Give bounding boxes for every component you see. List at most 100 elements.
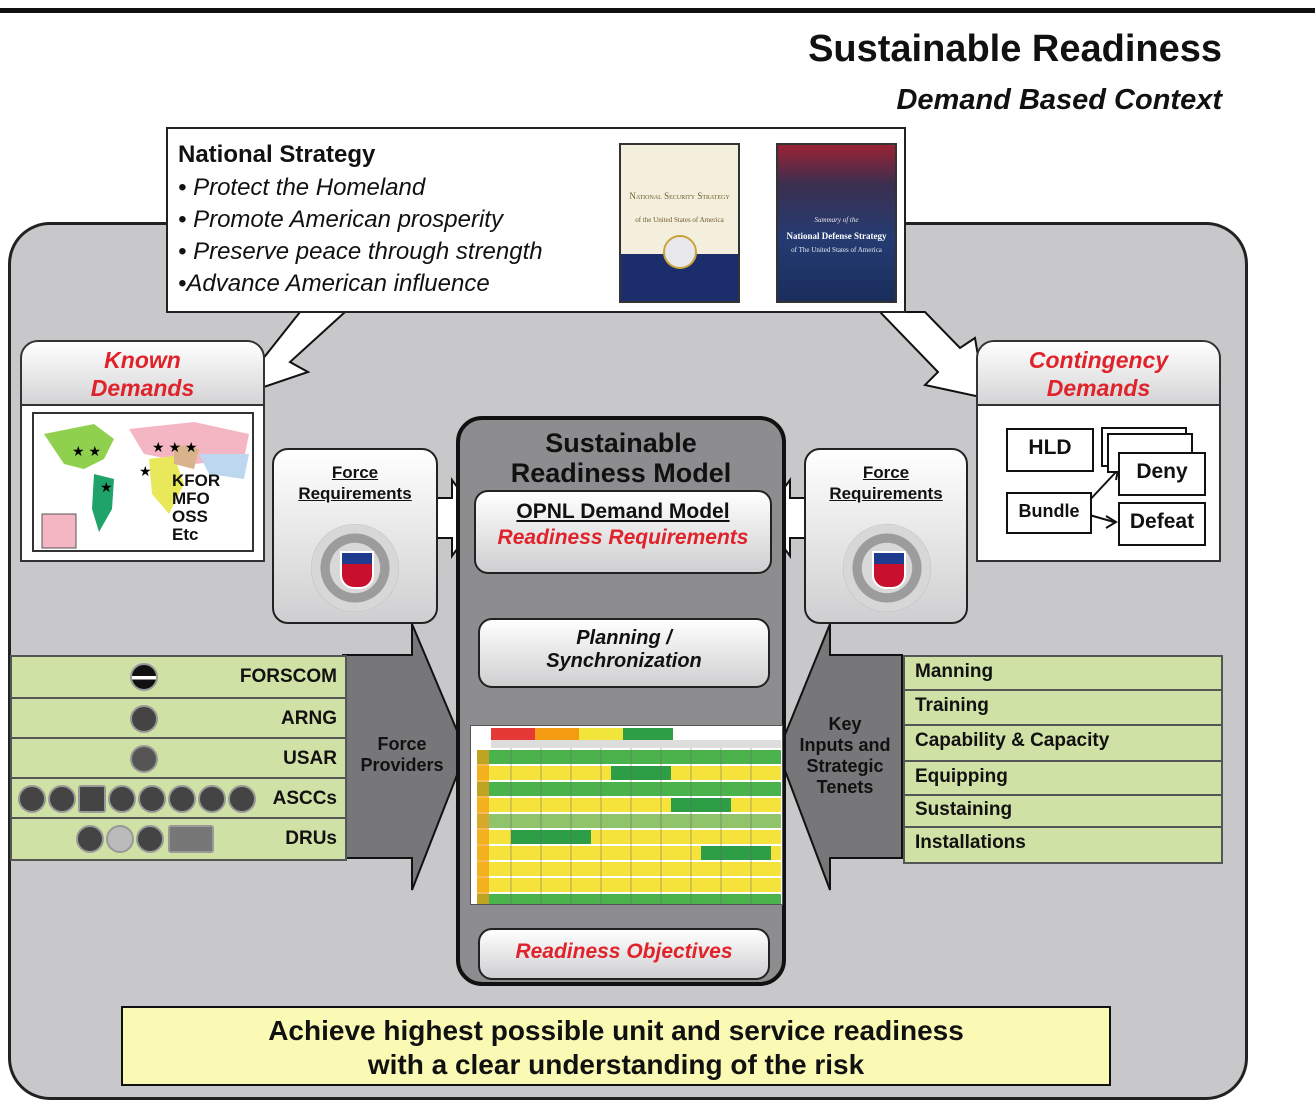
map-label: KFOR xyxy=(172,471,221,490)
svg-text:★: ★ xyxy=(139,463,152,479)
nds-cover-title: National Defense Strategy xyxy=(786,231,887,241)
presidential-seal-icon xyxy=(663,235,697,269)
force-req-left-label: Force Requirements xyxy=(274,462,436,504)
banner-line1: Achieve highest possible unit and servic… xyxy=(268,1015,964,1046)
opnl-subtitle: Readiness Requirements xyxy=(497,526,749,549)
map-label: OSS xyxy=(172,507,208,526)
ascc-patch-icon xyxy=(198,785,226,813)
key-inputs-label: Key Inputs and Strategic Tenets xyxy=(790,714,900,798)
force-requirements-left: Force Requirements xyxy=(272,448,438,624)
schedule-gridlines xyxy=(510,748,752,904)
strategy-item: • Promote American prosperity xyxy=(178,206,503,233)
nss-cover-subtitle: of the United States of America xyxy=(635,216,724,224)
input-label: Installations xyxy=(915,832,1026,853)
nss-document-cover: National Security Strategy of the United… xyxy=(619,143,740,303)
svg-text:★: ★ xyxy=(100,479,113,495)
provider-row-usar: USAR xyxy=(10,737,347,781)
map-label: Etc xyxy=(172,525,199,544)
banner-line2: with a clear understanding of the risk xyxy=(367,1049,865,1080)
contingency-title-1: Contingency xyxy=(1028,347,1169,373)
ascc-patch-icon xyxy=(108,785,136,813)
contingency-title-2: Demands xyxy=(1046,375,1151,401)
readiness-schedule-graphic xyxy=(470,725,783,905)
schedule-grid xyxy=(471,726,782,904)
arng-patch-icon xyxy=(130,705,158,733)
contingency-demands-header: Contingency Demands xyxy=(978,342,1219,406)
bundle-box: Bundle xyxy=(1006,492,1092,534)
provider-row-drus: DRUs xyxy=(10,817,347,861)
provider-label: DRUs xyxy=(285,828,337,849)
top-rule xyxy=(0,8,1315,13)
strategy-item: •Advance American influence xyxy=(178,270,490,297)
deny-box: Deny xyxy=(1118,452,1206,496)
readiness-objectives-box: Readiness Objectives xyxy=(478,928,770,980)
strategy-item: • Preserve peace through strength xyxy=(178,238,543,265)
joint-chiefs-seal-icon xyxy=(311,524,399,612)
known-demands-title-1: Known xyxy=(104,347,181,373)
input-row-sustaining: Sustaining xyxy=(903,794,1223,830)
forscom-patch-icon xyxy=(130,663,158,691)
force-req-left-line1: Force xyxy=(331,463,379,482)
input-label: Sustaining xyxy=(915,799,1013,820)
input-label: Capability & Capacity xyxy=(915,730,1110,751)
contingency-demands-panel: Contingency Demands HLD Deny Bundle Defe… xyxy=(976,340,1221,562)
nds-cover-top: Summary of the xyxy=(814,216,859,224)
force-providers-line2: Providers xyxy=(360,755,444,775)
input-row-capability: Capability & Capacity xyxy=(903,724,1223,764)
provider-label: ARNG xyxy=(281,708,337,729)
provider-row-asccs: ASCCs xyxy=(10,777,347,821)
readiness-objectives-label: Readiness Objectives xyxy=(515,940,733,963)
strategy-item: • Protect the Homeland xyxy=(178,174,426,201)
joint-chiefs-seal-icon xyxy=(843,524,931,612)
force-req-right-line1: Force xyxy=(862,463,910,482)
provider-label: FORSCOM xyxy=(239,666,337,687)
dru-patch-icon xyxy=(136,825,164,853)
dru-patch-icon xyxy=(106,825,134,853)
national-strategy-box: National Strategy • Protect the Homeland… xyxy=(166,127,906,313)
key-inputs-arrow xyxy=(776,623,903,891)
planning-line1: Planning / xyxy=(576,627,672,649)
readiness-goal-banner: Achieve highest possible unit and servic… xyxy=(121,1006,1111,1086)
map-label: MFO xyxy=(172,489,210,508)
page-title: Sustainable Readiness xyxy=(808,28,1222,70)
known-demands-header: Known Demands xyxy=(22,342,263,406)
srm-title-line1: Sustainable xyxy=(545,428,697,458)
planning-synchronization-box: Planning / Synchronization xyxy=(478,618,770,688)
key-inputs-line1: Key xyxy=(828,714,862,734)
srm-title-line2: Readiness Model xyxy=(510,458,732,488)
provider-label: USAR xyxy=(283,748,337,769)
provider-label: ASCCs xyxy=(272,788,337,809)
dru-castle-icon xyxy=(168,825,214,853)
defeat-box: Defeat xyxy=(1118,502,1206,546)
shield-icon xyxy=(872,551,906,589)
hld-box: HLD xyxy=(1006,428,1094,472)
opnl-demand-model-box: OPNL Demand Model Readiness Requirements xyxy=(474,490,772,574)
opnl-title: OPNL Demand Model xyxy=(516,500,730,523)
key-inputs-line4: Tenets xyxy=(816,777,874,797)
schedule-rows xyxy=(477,750,781,904)
input-row-installations: Installations xyxy=(903,826,1223,864)
input-label: Training xyxy=(915,695,989,716)
known-demands-title-2: Demands xyxy=(90,375,195,401)
usar-patch-icon xyxy=(130,745,158,773)
world-map-graphic: ★ ★ ★ ★ ★ ★ ★ xyxy=(34,414,252,550)
force-providers-arrow xyxy=(342,623,468,891)
strategy-heading: National Strategy xyxy=(178,141,376,168)
shield-icon xyxy=(340,551,374,589)
known-demands-panel: Known Demands ★ ★ ★ ★ ★ ★ ★ KFOR MFO OSS… xyxy=(20,340,265,562)
srm-title: Sustainable Readiness Model xyxy=(460,428,782,488)
input-row-manning: Manning xyxy=(903,655,1223,693)
nds-cover-subtitle: of The United States of America xyxy=(791,246,882,254)
input-row-training: Training xyxy=(903,689,1223,728)
provider-row-forscom: FORSCOM xyxy=(10,655,347,699)
planning-line2: Synchronization xyxy=(546,650,702,672)
svg-text:★ ★: ★ ★ xyxy=(72,443,101,459)
provider-row-arng: ARNG xyxy=(10,697,347,741)
arrow-to-contingency-demands xyxy=(877,311,987,400)
key-inputs-line2: Inputs and xyxy=(799,735,891,755)
ascc-patch-icon xyxy=(78,785,106,813)
force-req-right-label: Force Requirements xyxy=(806,462,966,504)
nss-cover-title: National Security Strategy xyxy=(629,191,730,201)
dru-patch-icon xyxy=(76,825,104,853)
world-map: ★ ★ ★ ★ ★ ★ ★ KFOR MFO OSS Etc xyxy=(32,412,254,552)
